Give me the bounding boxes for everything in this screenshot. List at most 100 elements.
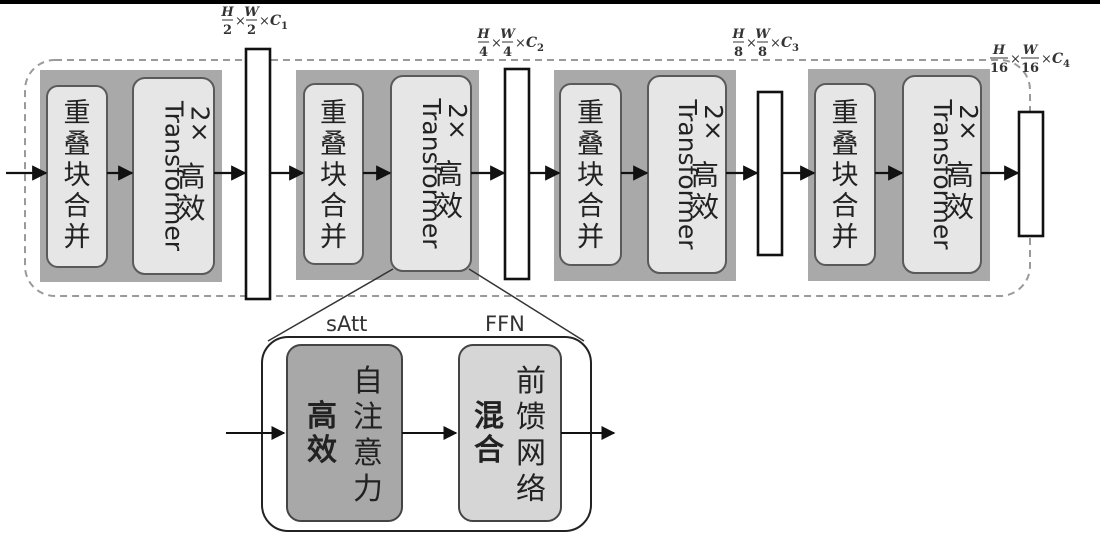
- transformer-label-cn-char: 效: [946, 191, 974, 224]
- shape-numerator: H: [731, 27, 745, 42]
- ffn-bold-text: 混合: [474, 399, 504, 468]
- shape-numerator: W: [244, 5, 260, 20]
- shape-numerator: H: [476, 27, 490, 42]
- satt-text-char: 意: [353, 436, 383, 471]
- channel-symbol: C: [270, 13, 281, 29]
- channel-symbol: C: [781, 35, 792, 51]
- transformer-multiplier: 2×: [443, 103, 472, 140]
- transformer-label-cn-char: 效: [691, 191, 719, 224]
- shape-denominator: 16: [1021, 61, 1039, 76]
- patch-merge-label-char: 块: [577, 160, 604, 191]
- transformer-multiplier: 2×: [954, 104, 983, 141]
- patch-merge-label-char: 叠: [832, 129, 859, 160]
- satt-text-char: 注: [353, 400, 383, 435]
- times-symbol: ×: [746, 36, 757, 51]
- ffn-text-char: 络: [516, 472, 546, 507]
- transformer-label-cn-char: 高: [946, 159, 974, 192]
- shape-numerator: W: [500, 27, 516, 42]
- times-symbol: ×: [235, 14, 246, 29]
- ffn-text-char: 网: [516, 436, 546, 471]
- shape-denominator: 4: [479, 45, 488, 60]
- transformer-label-en: Transformer: [160, 100, 189, 252]
- patch-merge-label-char: 重: [320, 98, 347, 129]
- shape-numerator: W: [755, 27, 771, 42]
- transformer-label-en: Transformer: [673, 98, 702, 250]
- ffn-label: FFN: [485, 312, 525, 336]
- shape-denominator: 8: [734, 45, 743, 60]
- patch-merge-label-char: 叠: [64, 129, 91, 160]
- channel-symbol: C: [526, 35, 537, 51]
- feature-map-2: [503, 67, 531, 281]
- zoom-connector-right: [468, 268, 585, 342]
- transformer-label-cn-char: 高: [177, 160, 205, 193]
- ffn-bold-char: 合: [474, 433, 504, 468]
- patch-merge-label-char: 合: [320, 191, 347, 222]
- transformer-multiplier: 2×: [699, 104, 728, 141]
- patch-merge-label-char: 重: [64, 98, 91, 129]
- patch-merge-label-char: 块: [832, 160, 859, 191]
- transformer-label-cn-char: 效: [177, 192, 205, 225]
- patch-merge-label-char: 重: [832, 98, 859, 129]
- times-symbol: ×: [259, 14, 270, 29]
- transformer-label-cn-char: 高: [435, 158, 463, 191]
- times-symbol: ×: [515, 36, 526, 51]
- shape-numerator: W: [1023, 43, 1039, 58]
- satt-bold-char: 高: [307, 399, 337, 434]
- feature-map-1: [244, 47, 272, 301]
- transformer-multiplier: 2×: [186, 106, 215, 143]
- times-symbol: ×: [491, 36, 502, 51]
- transformer-label-en: Transformer: [417, 97, 446, 249]
- satt-bold-text: 高效: [307, 399, 337, 468]
- satt-text-char: 力: [353, 472, 383, 507]
- feature-map-3: [756, 90, 784, 257]
- ffn-text-char: 前: [516, 364, 546, 399]
- channel-subscript: 2: [537, 43, 544, 54]
- patch-merge-label-char: 并: [832, 222, 859, 253]
- patch-merge-label-char: 叠: [320, 129, 347, 160]
- transformer-label-cn-char: 效: [435, 190, 463, 223]
- transformer-label-cn-char: 高: [691, 159, 719, 192]
- shape-numerator: H: [220, 5, 234, 20]
- satt-text-char: 自: [353, 364, 383, 399]
- patch-merge-label-char: 并: [577, 222, 604, 253]
- patch-merge-label-char: 重: [577, 98, 604, 129]
- shape-denominator: 2: [247, 23, 256, 38]
- feature-map-4: [1017, 110, 1045, 238]
- channel-symbol: C: [1052, 51, 1063, 67]
- patch-merge-label-char: 并: [64, 222, 91, 253]
- patch-merge-label-char: 合: [64, 191, 91, 222]
- patch-merge-label-char: 并: [320, 222, 347, 253]
- channel-subscript: 3: [792, 43, 799, 54]
- channel-subscript: 4: [1063, 59, 1070, 70]
- shape-denominator: 16: [990, 61, 1008, 76]
- top-border: [0, 0, 1100, 4]
- patch-merge-label-char: 叠: [577, 129, 604, 160]
- shape-numerator: H: [992, 43, 1006, 58]
- ffn-text-char: 馈: [516, 400, 546, 435]
- shape-denominator: 4: [503, 45, 512, 60]
